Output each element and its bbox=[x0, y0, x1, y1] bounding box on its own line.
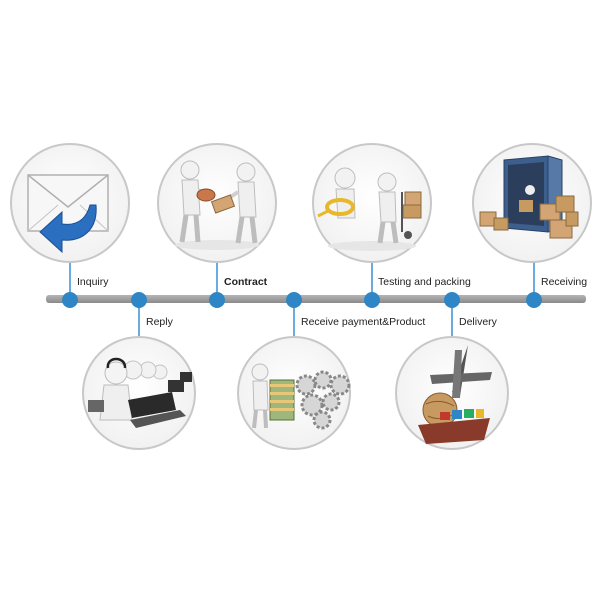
node-testing bbox=[364, 292, 380, 308]
money-gears-icon bbox=[237, 336, 351, 450]
label-receive-payment: Receive payment&Product bbox=[301, 316, 426, 328]
label-testing-packing: Testing and packing bbox=[378, 276, 471, 288]
label-receiving: Receiving bbox=[541, 276, 588, 288]
node-inquiry bbox=[62, 292, 78, 308]
label-delivery: Delivery bbox=[459, 316, 497, 328]
handshake-contract-icon bbox=[157, 143, 277, 263]
label-reply: Reply bbox=[146, 316, 173, 328]
envelope-reply-icon bbox=[10, 143, 130, 263]
timeline-bar bbox=[46, 295, 586, 303]
container-boxes-icon bbox=[472, 143, 592, 263]
timeline-nodes bbox=[62, 292, 542, 308]
node-reply bbox=[131, 292, 147, 308]
node-contract bbox=[209, 292, 225, 308]
airplane-ship-icon bbox=[395, 336, 509, 450]
label-inquiry: Inquiry bbox=[77, 276, 109, 288]
node-payment bbox=[286, 292, 302, 308]
node-receiving bbox=[526, 292, 542, 308]
node-delivery bbox=[444, 292, 460, 308]
testing-packing-icon bbox=[312, 143, 432, 263]
call-center-icon bbox=[82, 336, 196, 450]
label-contract: Contract bbox=[224, 276, 268, 288]
